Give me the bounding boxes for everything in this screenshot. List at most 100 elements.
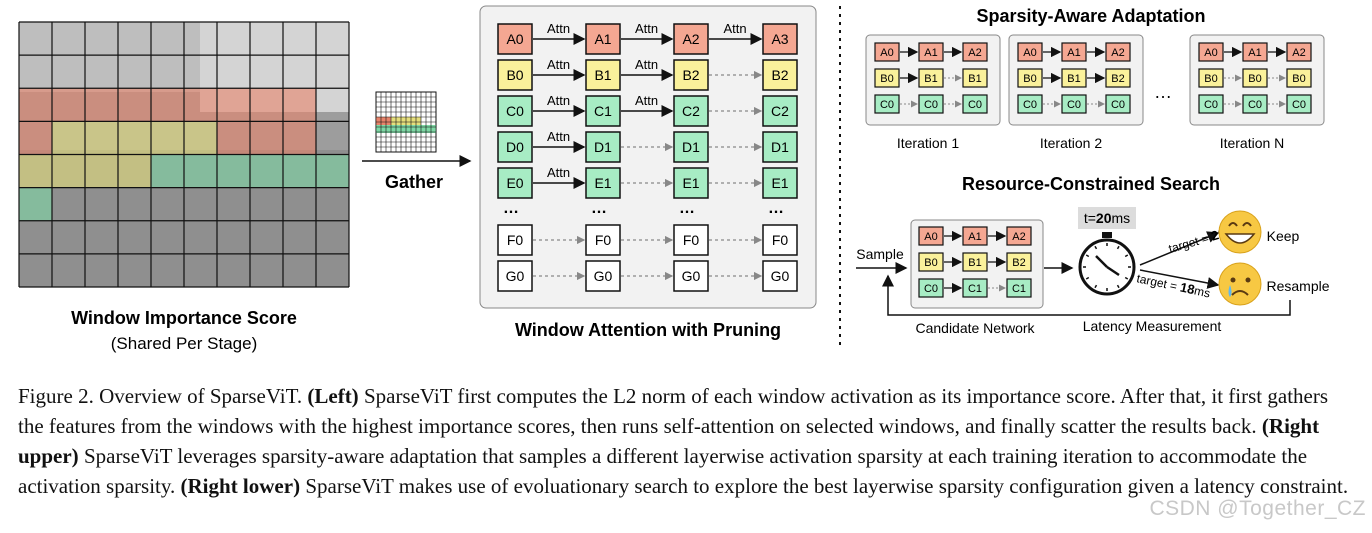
window-label: G0 [771,268,790,284]
window-label: A0 [1023,47,1036,59]
window-box [497,23,533,55]
attn-label: Attn [723,21,746,36]
window-label: C2 [771,103,789,119]
window-box [1198,94,1224,114]
window-label: B1 [594,67,611,83]
window-label: C0 [1248,99,1262,111]
window-box [762,59,798,91]
window-label: B0 [924,257,937,269]
lower-title: Resource-Constrained Search [962,174,1220,194]
grid-score-cell [52,121,151,155]
timer-text: t=20ms [1084,210,1130,226]
window-box [962,226,988,246]
window-box [585,131,621,163]
resample-label: Resample [1266,278,1329,294]
window-box [1242,68,1268,88]
stopwatch-tick [1085,276,1090,280]
middle-title: Window Attention with Pruning [515,320,781,340]
window-box [585,23,621,55]
window-box [673,59,709,91]
window-box [962,42,988,62]
resample-loop-arrow [882,274,1291,316]
window-box [962,278,988,298]
window-box [762,95,798,127]
window-box [1006,226,1032,246]
window-box [1006,278,1032,298]
overview-svg: Window Importance Score (Shared Per Stag… [18,5,1330,353]
stopwatch-tick [1085,254,1090,258]
window-box [1061,68,1087,88]
stopwatch-tick [1094,245,1098,250]
window-box [962,68,988,88]
window-label: D0 [506,139,524,155]
window-box [918,94,944,114]
window-box [1105,42,1131,62]
window-label: A2 [968,47,981,59]
window-box [874,42,900,62]
window-box [1286,68,1312,88]
keep-label: Keep [1267,228,1300,244]
stopwatch-tick [1124,276,1129,280]
watermark-text: CSDN @Together_CZ [1149,497,1366,520]
attn-label: Attn [635,93,658,108]
window-label: B2 [771,67,788,83]
window-box [585,260,621,292]
window-label: C0 [1111,99,1125,111]
window-box [762,167,798,199]
window-label: A0 [924,231,937,243]
sample-label: Sample [856,246,904,262]
window-box [1105,94,1131,114]
window-label: F0 [772,232,789,248]
latency-label: Latency Measurement [1083,318,1222,334]
window-box [1017,94,1043,114]
stopwatch-tick [1116,284,1120,289]
window-label: C1 [594,103,612,119]
attn-label: Attn [547,93,570,108]
window-box [497,167,533,199]
figure-caption: Figure 2. Overview of SparseViT. (Left) … [18,381,1354,501]
window-label: B2 [1111,73,1124,85]
figure-diagram: Window Importance Score (Shared Per Stag… [18,5,1330,353]
window-label: A0 [506,31,523,47]
window-label: E1 [771,175,788,191]
window-box [1242,94,1268,114]
window-box [762,260,798,292]
window-label: C1 [1012,283,1026,295]
timer-badge [1078,207,1136,229]
candidate-label: Candidate Network [915,320,1035,336]
attn-label: Attn [635,21,658,36]
window-label: A1 [1248,47,1261,59]
window-box [497,224,533,256]
window-box [497,260,533,292]
window-box [1198,42,1224,62]
iteration-label: Iteration 1 [897,135,959,151]
window-box [673,167,709,199]
window-box [1017,68,1043,88]
window-label: C2 [682,103,700,119]
window-label: E0 [506,175,523,191]
window-label: A2 [1111,47,1124,59]
window-box [1286,42,1312,62]
grid-score-cell [19,121,52,155]
window-box [1061,42,1087,62]
window-box [762,224,798,256]
window-label: C1 [968,283,982,295]
window-label: E1 [594,175,611,191]
attn-label: Attn [547,129,570,144]
caption-lower-head: (Right lower) [180,474,301,498]
window-box [673,260,709,292]
window-box [918,226,944,246]
stopwatch-icon [1078,232,1136,296]
iteration-label: Iteration 2 [1040,135,1102,151]
window-box [497,131,533,163]
iteration-ellipsis: … [1154,82,1172,102]
window-box [585,59,621,91]
window-label: A2 [1292,47,1305,59]
window-label: F0 [683,232,700,248]
window-label: E1 [682,175,699,191]
caption-upper-head: (Right upper) [18,414,1320,468]
window-label: C0 [1023,99,1037,111]
window-label: A1 [968,231,981,243]
window-box [918,42,944,62]
window-box [874,68,900,88]
